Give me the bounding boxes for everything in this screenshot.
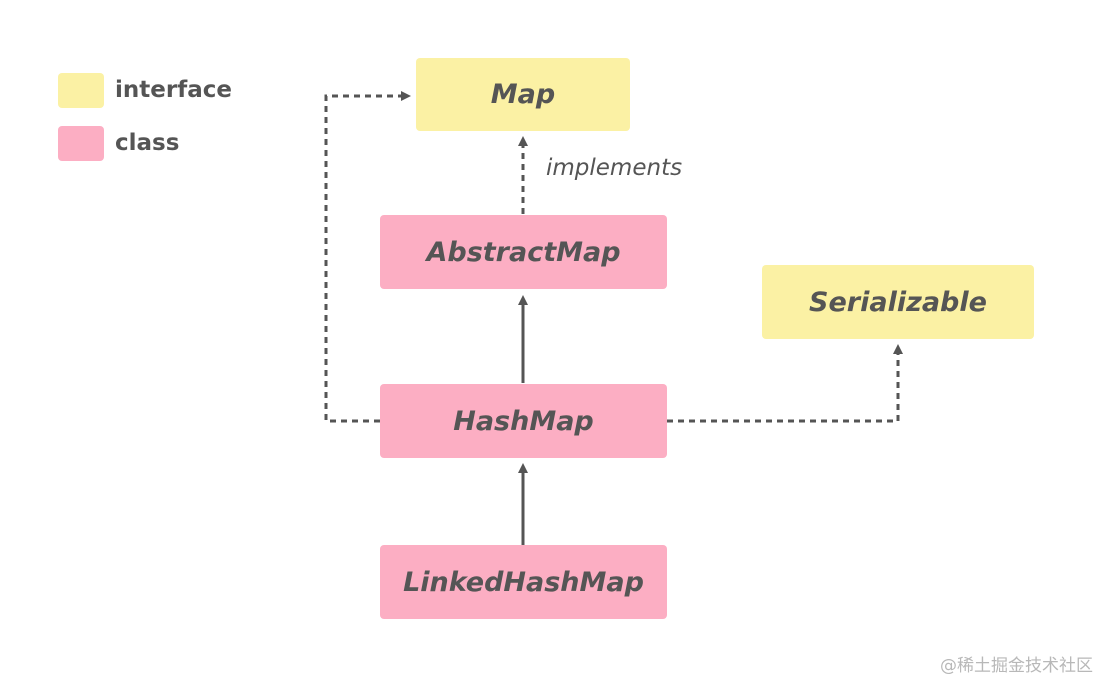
node-hash-map: HashMap [380,384,667,458]
node-abstract-map: AbstractMap [380,215,667,289]
node-serializable: Serializable [762,265,1034,339]
watermark: @稀土掘金技术社区 [940,656,1093,676]
node-linked-hash-map-label: LinkedHashMap [403,566,644,598]
node-map: Map [416,58,630,131]
edge-hashmap-implements-map [324,91,411,423]
node-linked-hash-map: LinkedHashMap [380,545,667,619]
node-serializable-label: Serializable [809,286,987,318]
legend-interface-swatch [58,73,104,108]
edge-label-implements: implements [546,155,683,181]
legend-class-swatch [58,126,104,161]
legend-interface-label: interface [115,77,232,103]
node-map-label: Map [490,79,556,110]
legend-class-label: class [115,130,180,156]
edge-hashmap-implements-serializable [667,344,903,423]
node-hash-map-label: HashMap [453,405,594,437]
node-abstract-map-label: AbstractMap [426,236,621,268]
